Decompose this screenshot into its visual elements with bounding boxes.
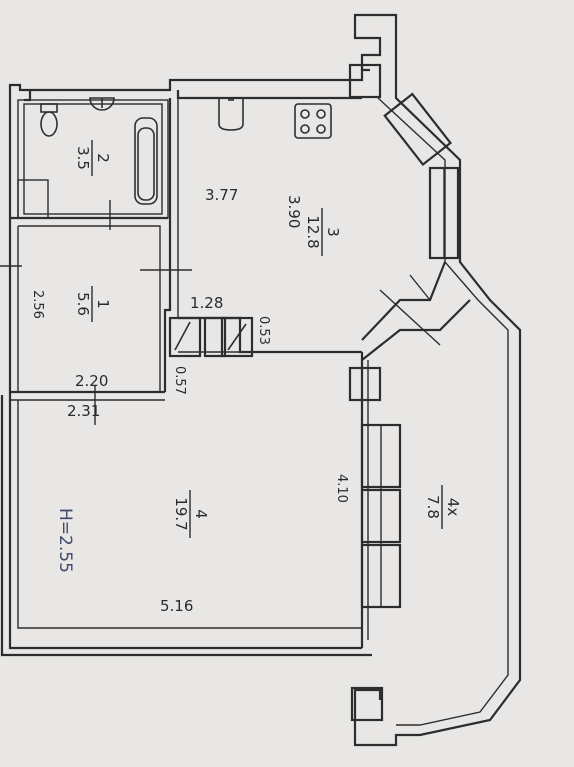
room-4x-number: 4x xyxy=(444,498,462,517)
room-4-label: 4 19.7 xyxy=(172,490,210,538)
balcony xyxy=(348,13,522,747)
bathroom xyxy=(17,97,169,219)
room-1-label: 1 5.6 xyxy=(74,286,112,322)
column-bottom xyxy=(350,686,384,722)
hall-length-label: 2.56 xyxy=(30,290,45,319)
sink-icon xyxy=(89,97,115,111)
room-4x-area: 7.8 xyxy=(424,495,442,519)
kitchen-sink-icon xyxy=(218,98,244,131)
room-3-area: 12.8 xyxy=(304,215,322,248)
hall-walls xyxy=(0,200,192,425)
room-3-label: 3 12.8 xyxy=(304,208,342,256)
closet-width-label: 1.28 xyxy=(190,294,223,312)
room-width-label: 5.16 xyxy=(160,597,193,615)
room-4-number: 4 xyxy=(192,509,210,519)
room-2-number: 2 xyxy=(94,153,112,163)
kitchen-length-label: 3.90 xyxy=(285,195,303,228)
room-4x-label: 4x 7.8 xyxy=(424,485,462,529)
window-1 xyxy=(383,92,453,167)
closets xyxy=(168,316,254,358)
hall-width-outer-label: 2.31 xyxy=(67,402,100,420)
stove-icon xyxy=(294,103,332,139)
room-1-area: 5.6 xyxy=(74,292,92,316)
room-2-label: 2 3.5 xyxy=(74,140,112,176)
column-mid xyxy=(348,366,382,402)
balcony-length-label: 4.10 xyxy=(334,474,349,503)
column-top xyxy=(348,63,382,99)
ceiling-height-label: H=2.55 xyxy=(55,508,75,573)
room-3-number: 3 xyxy=(324,227,342,237)
room-2-area: 3.5 xyxy=(74,146,92,170)
passage-label: 0.57 xyxy=(172,366,187,395)
hall-width-inner-label: 2.20 xyxy=(75,372,108,390)
kitchen-width-label: 3.77 xyxy=(205,186,238,204)
closet-depth-label: 0.53 xyxy=(256,316,271,345)
room-4-area: 19.7 xyxy=(172,497,190,530)
room-1-number: 1 xyxy=(94,299,112,309)
bathtub-icon xyxy=(134,117,158,205)
